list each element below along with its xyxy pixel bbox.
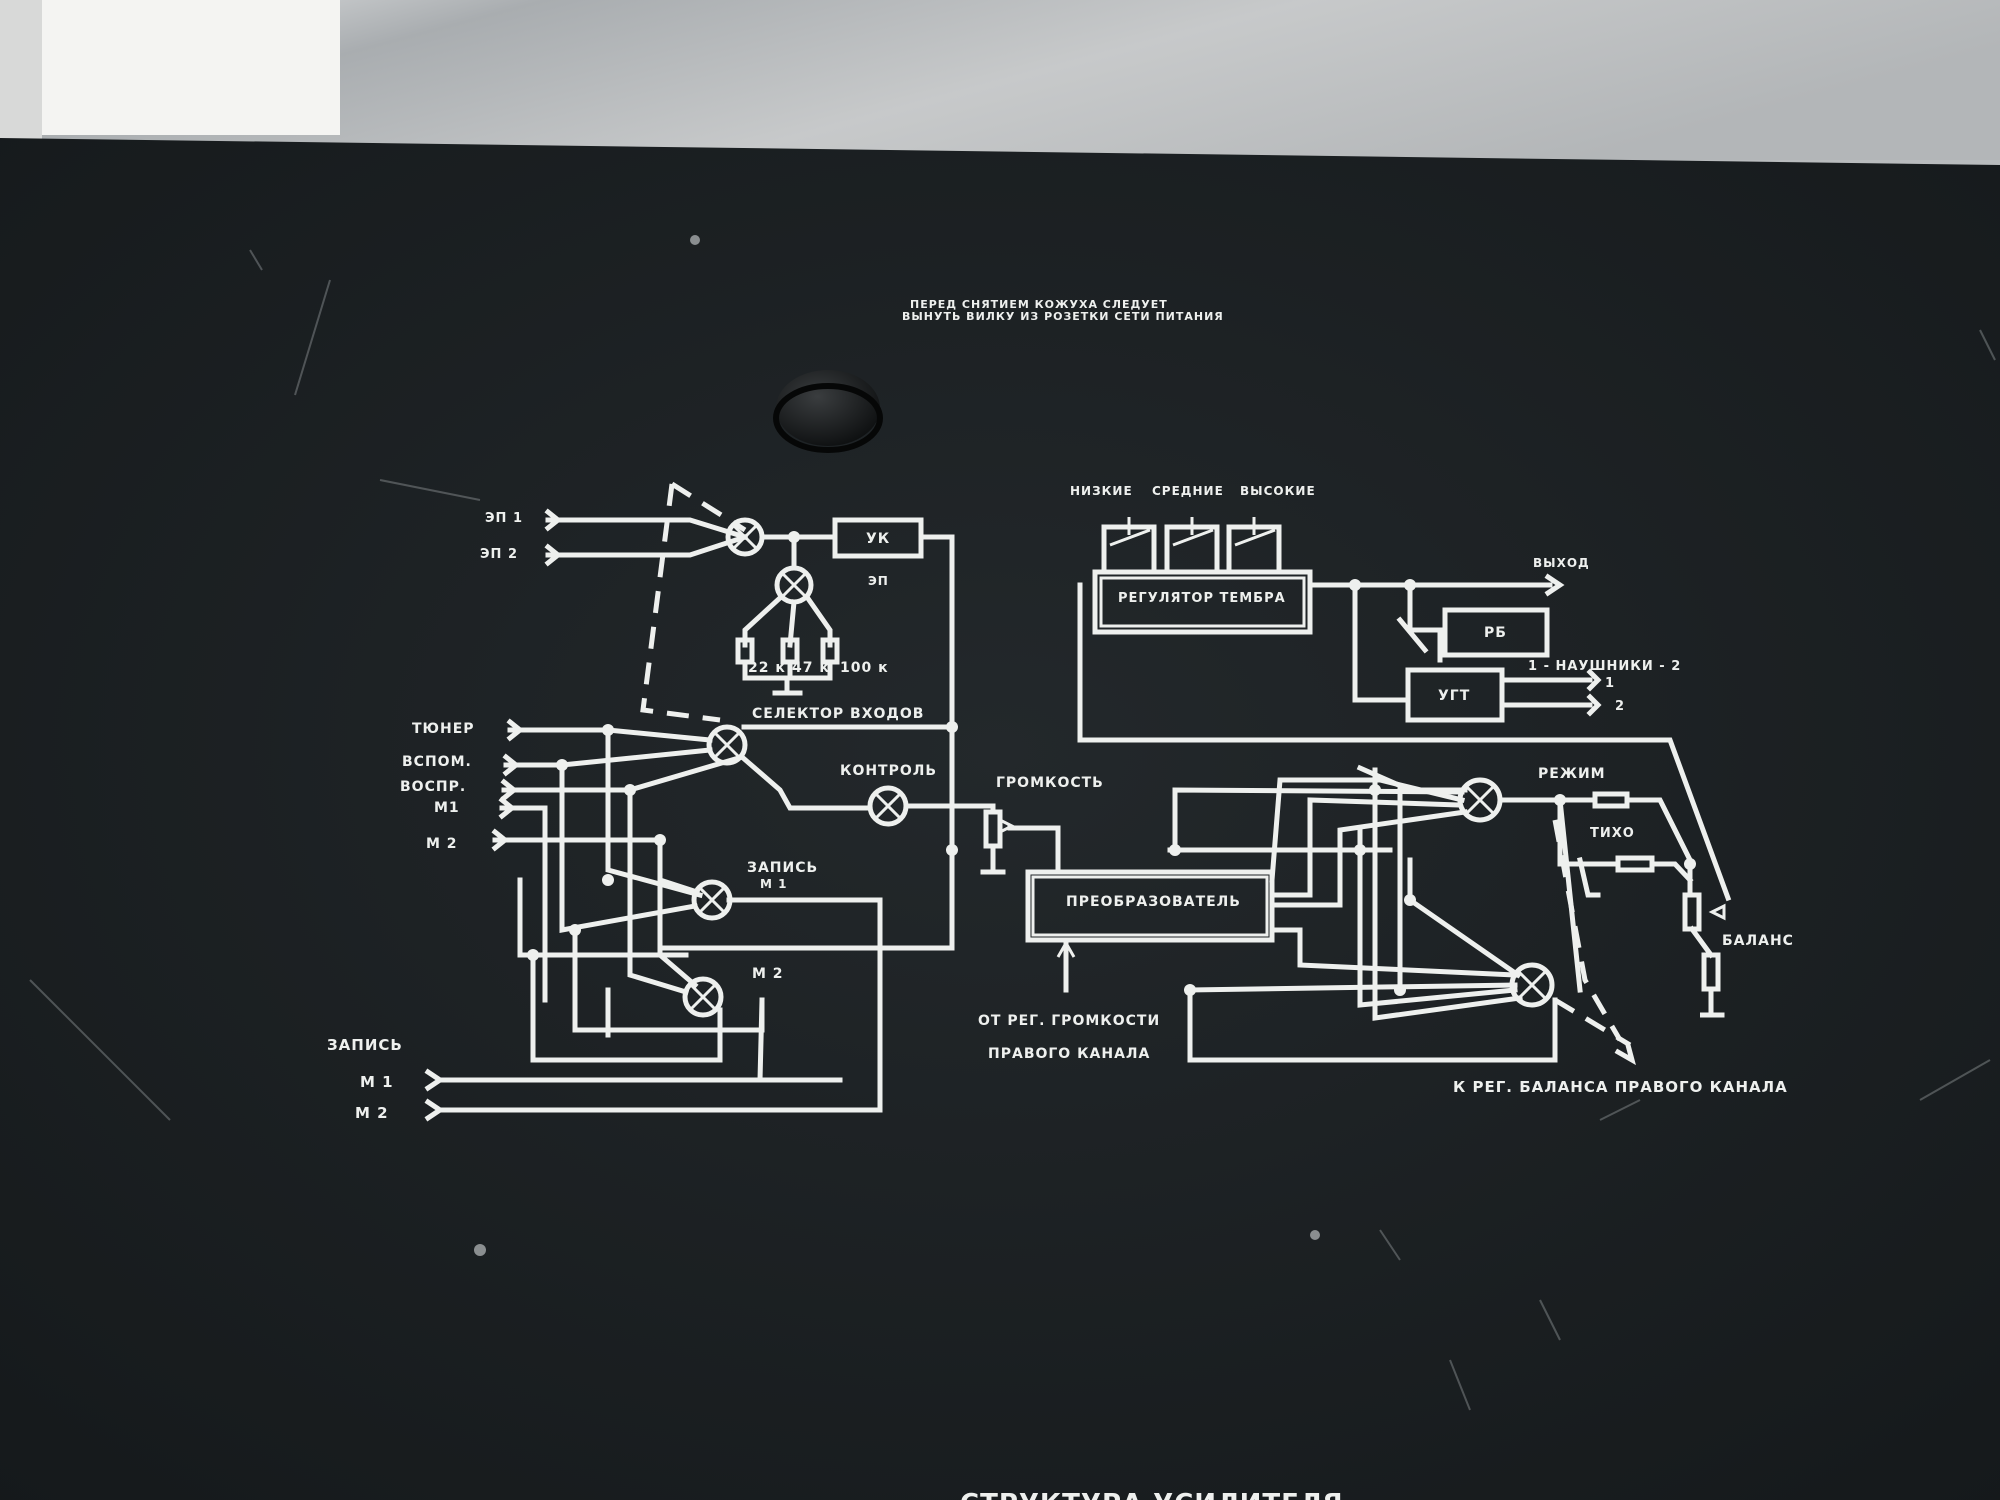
label-r47: 47 к	[792, 660, 830, 676]
label-from-volume-1: ОТ РЕГ. ГРОМКОСТИ	[978, 1013, 1160, 1029]
label-low: НИЗКИЕ	[1070, 484, 1133, 498]
label-record-out-title: ЗАПИСЬ	[327, 1036, 403, 1054]
left-schematic	[424, 481, 978, 1122]
label-ep: ЭП	[868, 574, 889, 588]
label-tone: РЕГУЛЯТОР ТЕМБРА	[1118, 591, 1286, 606]
label-selector: СЕЛЕКТОР ВХОДОВ	[752, 706, 924, 722]
label-high: ВЫСОКИЕ	[1240, 484, 1316, 498]
label-r100: 100 к	[840, 660, 889, 676]
label-playback: ВОСПР.	[400, 779, 466, 795]
warning-line-1: ПЕРЕД СНЯТИЕМ КОЖУХА СЛЕДУЕТ	[910, 298, 1168, 311]
scratches	[29, 249, 1996, 1411]
label-tuner: ТЮНЕР	[412, 721, 475, 737]
panel-title: СТРУКТУРА УСИЛИТЕЛЯ	[960, 1489, 1344, 1500]
label-uk: УК	[866, 531, 890, 547]
label-output: ВЫХОД	[1533, 556, 1590, 570]
door-frame	[0, 0, 340, 135]
label-rb: РБ	[1484, 625, 1507, 641]
label-ugt: УГТ	[1438, 688, 1470, 704]
label-m1: М1	[434, 800, 460, 816]
label-quiet: ТИХО	[1590, 826, 1635, 841]
tone-schematic	[1077, 517, 1732, 902]
label-mode: РЕЖИМ	[1538, 766, 1606, 782]
label-record-selector: ЗАПИСЬ	[747, 860, 818, 876]
label-balance: БАЛАНС	[1722, 933, 1794, 949]
warning-line-2: ВЫНУТЬ ВИЛКУ ИЗ РОЗЕТКИ СЕТИ ПИТАНИЯ	[902, 310, 1224, 323]
label-record-m2: М 2	[752, 966, 784, 982]
label-hp1: 1	[1605, 676, 1615, 691]
label-control: КОНТРОЛЬ	[840, 763, 937, 779]
label-aux: ВСПОМ.	[402, 754, 472, 770]
label-mid: СРЕДНИЕ	[1152, 484, 1224, 498]
door-frame-edge	[0, 0, 42, 140]
scratch-dot	[474, 1244, 486, 1256]
rubber-plug	[776, 370, 880, 446]
label-volume: ГРОМКОСТЬ	[996, 775, 1104, 791]
label-from-volume-2: ПРАВОГО КАНАЛА	[988, 1046, 1150, 1062]
label-record-m1: М 1	[760, 877, 787, 891]
rubber-plug-rim	[773, 383, 883, 453]
label-r22: 22 к	[748, 660, 786, 676]
label-converter: ПРЕОБРАЗОВАТЕЛЬ	[1066, 894, 1241, 910]
scratch-dot	[1310, 1230, 1320, 1240]
label-headphones: 1 - НАУШНИКИ - 2	[1528, 659, 1681, 674]
label-ep2: ЭП 2	[480, 547, 518, 562]
mode-schematic	[1167, 764, 1726, 1066]
scratch-dot	[690, 235, 700, 245]
label-ep1: ЭП 1	[485, 511, 523, 526]
label-to-balance: К РЕГ. БАЛАНСА ПРАВОГО КАНАЛА	[1453, 1078, 1788, 1096]
label-m2: М 2	[426, 836, 458, 852]
label-record-out-m1: М 1	[360, 1073, 394, 1091]
label-record-out-m2: М 2	[355, 1104, 389, 1122]
label-hp2: 2	[1615, 699, 1625, 714]
